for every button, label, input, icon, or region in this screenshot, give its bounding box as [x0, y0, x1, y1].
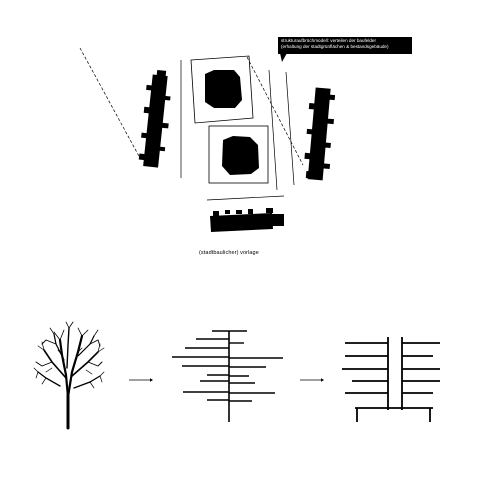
building-block-lower	[222, 136, 259, 175]
callout-line-1: strukturaufbrüchmodell: verteilen der ba…	[281, 38, 376, 43]
plot-frame-upper	[190, 55, 254, 124]
bar-building-left	[138, 69, 171, 168]
callout-pointer	[280, 53, 287, 62]
site-plan-caption: (stadtbaulicher) vorlage	[199, 250, 259, 256]
bar-building-bottom	[210, 208, 284, 232]
arrow-right-icon	[129, 378, 153, 382]
callout-box: strukturaufbrüchmodell: verteilen der ba…	[278, 37, 412, 54]
callout-line-2: (erhaltung der stadtgrünflächen & bestan…	[281, 43, 389, 49]
arrow-right-icon	[300, 378, 324, 382]
site-line	[268, 69, 278, 191]
site-plan	[79, 47, 336, 232]
building-structure-icon	[342, 337, 440, 422]
tree-icon	[33, 321, 105, 430]
branch-structure-icon	[172, 330, 283, 422]
site-line	[206, 195, 285, 201]
bar-building-right	[304, 87, 336, 181]
building-block-upper	[205, 70, 242, 108]
dashed-guide-right	[246, 56, 304, 166]
plot-frame-lower	[208, 125, 269, 184]
dashed-guide-left	[79, 47, 141, 159]
site-line	[285, 71, 295, 186]
